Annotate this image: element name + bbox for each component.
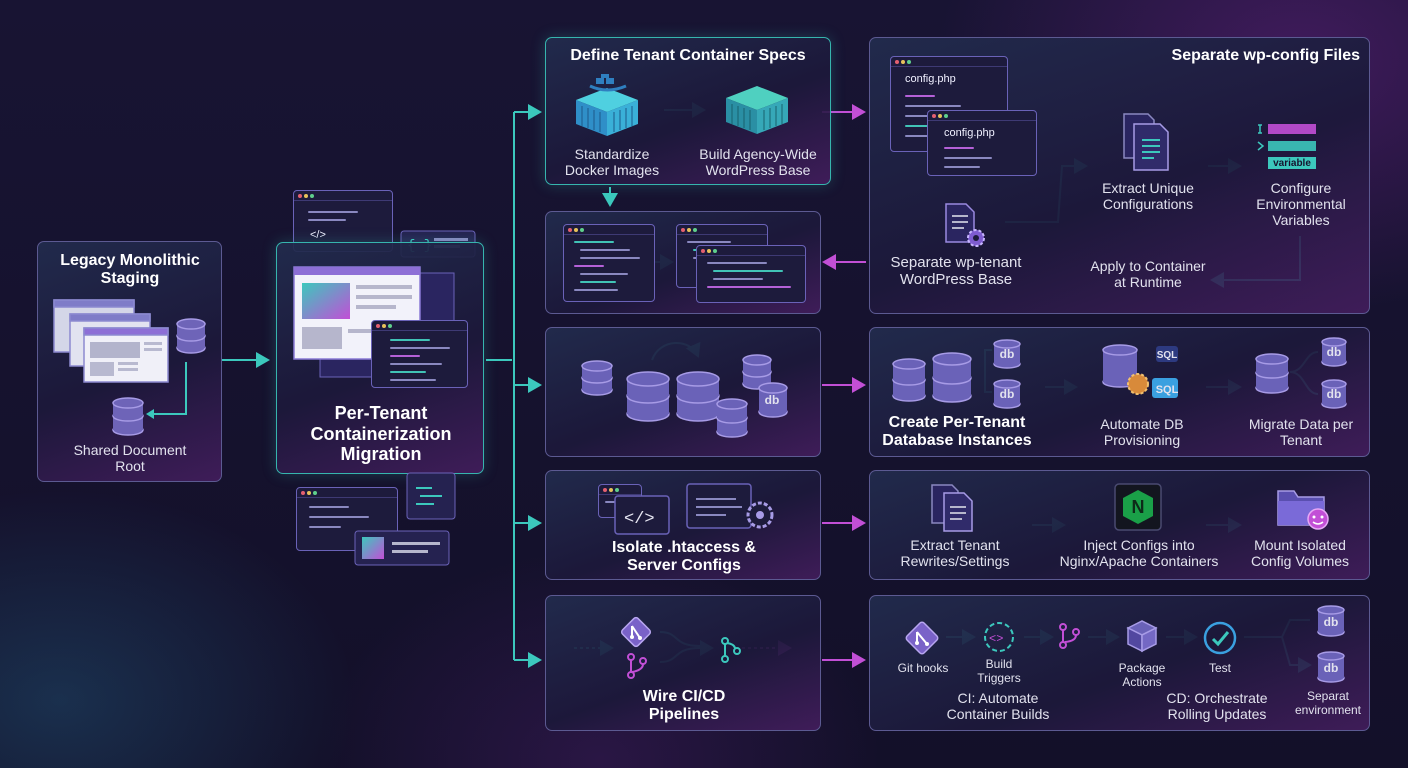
documents-icon bbox=[931, 484, 973, 532]
specs-title: Define Tenant Container Specs bbox=[570, 47, 806, 64]
database-cluster-icon bbox=[581, 354, 788, 438]
code-file-window bbox=[696, 245, 806, 303]
db-gear-sql-icon bbox=[1102, 344, 1178, 398]
variable-list-icon bbox=[1257, 124, 1316, 169]
separate-base-label: Separate wp-tenant WordPress Base bbox=[890, 254, 1022, 289]
legacy-title: Legacy Monolithic Staging bbox=[60, 252, 200, 288]
config-file-label: config.php bbox=[905, 73, 956, 85]
sql-tag: SQL bbox=[1156, 350, 1178, 361]
env-db-icon bbox=[1317, 651, 1345, 683]
git-hooks-label: Git hooks bbox=[897, 661, 949, 675]
db-instance-label: db bbox=[1326, 345, 1342, 359]
branch-icon bbox=[1059, 623, 1080, 649]
configure-env-label: Configure Environmental Variables bbox=[1256, 180, 1346, 229]
inject-configs-label: Inject Configs into Nginx/Apache Contain… bbox=[1059, 537, 1219, 570]
test-label: Test bbox=[1208, 661, 1231, 675]
package-icon bbox=[1126, 620, 1158, 653]
code-files-panel bbox=[545, 211, 821, 314]
create-db-label: Create Per-Tenant Database Instances bbox=[882, 414, 1032, 450]
container-cube-icon bbox=[726, 86, 788, 134]
variable-tag: variable bbox=[1273, 158, 1311, 169]
db-instance-label: db bbox=[999, 347, 1015, 361]
code-window-center bbox=[371, 320, 468, 388]
build-triggers-icon: <> bbox=[984, 622, 1014, 652]
specs-panel: Define Tenant Container Specs Standardiz… bbox=[545, 37, 831, 185]
connector-arrow-icon bbox=[146, 362, 187, 419]
server-config-panel: Extract Tenant Rewrites/Settings N Injec… bbox=[869, 470, 1370, 580]
document-gear-icon bbox=[945, 203, 985, 247]
build-base-label: Build Agency-Wide WordPress Base bbox=[699, 146, 817, 179]
folder-volume-icon bbox=[1277, 490, 1329, 530]
cicd-panel: Wire CI/CD Pipelines bbox=[545, 595, 821, 731]
wpconfig-title: Separate wp-config Files bbox=[1171, 47, 1360, 64]
center-title: Per-Tenant Containerization Migration bbox=[310, 403, 452, 465]
package-actions-label: Package Actions bbox=[1118, 661, 1166, 689]
code-file-window bbox=[563, 224, 655, 302]
wpconfig-panel: Separate wp-config Files config.php conf… bbox=[869, 37, 1370, 314]
legacy-panel: Legacy Monolithic Staging Shared Documen… bbox=[37, 241, 222, 482]
nginx-icon bbox=[1114, 483, 1162, 531]
extract-config-label: Extract Unique Configurations bbox=[1102, 180, 1194, 213]
mount-volumes-label: Mount Isolated Config Volumes bbox=[1250, 537, 1350, 570]
git-hooks-icon bbox=[905, 621, 939, 655]
cicd-title: Wire CI/CD Pipelines bbox=[642, 688, 726, 724]
db-instance-label: db bbox=[999, 387, 1015, 401]
database-icon bbox=[112, 397, 144, 436]
db-instance-icon bbox=[993, 339, 1021, 369]
code-tag-icon: </> bbox=[614, 495, 670, 535]
env-db-label: db bbox=[1323, 615, 1339, 629]
test-check-icon bbox=[1203, 621, 1237, 655]
documents-icon bbox=[1123, 113, 1169, 171]
db-instance-icon bbox=[1321, 337, 1347, 367]
db-instance-label: db bbox=[1326, 387, 1342, 401]
standardize-label: Standardize Docker Images bbox=[564, 146, 660, 179]
migrate-data-label: Migrate Data per Tenant bbox=[1248, 416, 1354, 449]
db-source-panel: db bbox=[545, 327, 821, 457]
gradient-card-icon bbox=[354, 530, 450, 566]
env-db-icon bbox=[1317, 605, 1345, 637]
sql-tag: SQL bbox=[1155, 384, 1179, 396]
server-config-gear-icon bbox=[686, 483, 774, 529]
code-window-bottom bbox=[296, 487, 398, 551]
terminal-icon bbox=[406, 472, 456, 520]
database-icon bbox=[176, 318, 206, 354]
nginx-letter: N bbox=[1131, 497, 1145, 517]
config-file-window: config.php bbox=[927, 110, 1037, 176]
db-label: db bbox=[764, 393, 780, 407]
apply-runtime-label: Apply to Container at Runtime bbox=[1090, 258, 1206, 291]
automate-db-label: Automate DB Provisioning bbox=[1100, 416, 1184, 449]
htaccess-panel: </> Isolate .htaccess & Server Configs bbox=[545, 470, 821, 580]
git-icon bbox=[620, 616, 652, 648]
htaccess-title: Isolate .htaccess & Server Configs bbox=[611, 539, 757, 575]
shared-root-label: Shared Document Root bbox=[73, 442, 187, 475]
svg-text:<>: <> bbox=[989, 632, 1003, 646]
pipeline-panel: Git hooks <> Build Triggers Package Acti… bbox=[869, 595, 1370, 731]
code-window-top: </> bbox=[293, 190, 393, 252]
env-db-label: db bbox=[1323, 661, 1339, 675]
config-file-label: config.php bbox=[944, 127, 995, 139]
docker-container-icon bbox=[576, 74, 638, 136]
db-instance-icon bbox=[1321, 379, 1347, 409]
cd-label: CD: Orchestrate Rolling Updates bbox=[1166, 690, 1268, 723]
db-target-panel: db db Create Per-Tenant Database Instanc… bbox=[869, 327, 1370, 457]
merge-icon bbox=[721, 637, 741, 663]
ci-label: CI: Automate Container Builds bbox=[946, 690, 1050, 723]
build-triggers-label: Build Triggers bbox=[977, 657, 1021, 685]
svg-text:</>: </> bbox=[624, 510, 655, 529]
extract-rewrites-label: Extract Tenant Rewrites/Settings bbox=[900, 537, 1010, 570]
separate-env-label: Separat environment bbox=[1294, 689, 1362, 717]
database-icon bbox=[1255, 353, 1289, 394]
database-stack-icon bbox=[892, 352, 972, 403]
db-instance-icon bbox=[993, 379, 1021, 409]
stacked-windows-icon bbox=[53, 299, 169, 383]
branch-icon bbox=[627, 653, 647, 679]
